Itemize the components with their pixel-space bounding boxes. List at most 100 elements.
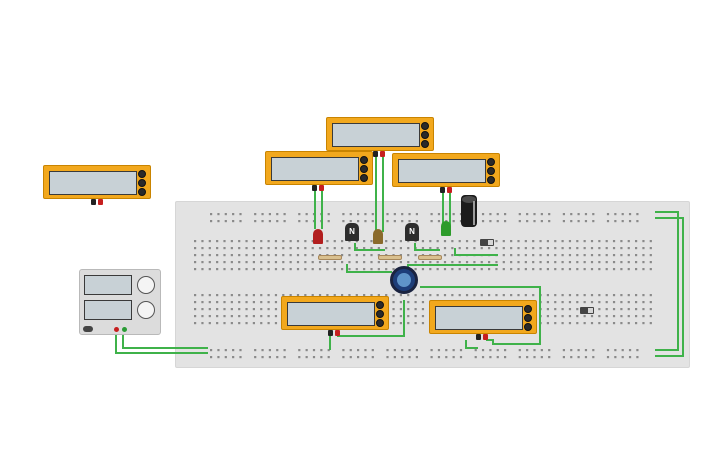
hole — [590, 254, 594, 257]
wire[interactable] — [655, 217, 684, 357]
hole — [436, 240, 439, 243]
red-probe-icon[interactable] — [380, 151, 385, 157]
hole — [480, 294, 483, 297]
hole — [598, 261, 601, 264]
round-knob-icon[interactable] — [376, 310, 384, 318]
hole — [481, 213, 485, 216]
npn-transistor-right[interactable]: N — [405, 223, 419, 241]
wire[interactable] — [655, 211, 679, 351]
hole — [326, 247, 329, 250]
wire[interactable] — [354, 243, 385, 251]
black-probe-icon[interactable] — [91, 199, 96, 205]
npn-transistor-left[interactable]: N — [345, 223, 359, 241]
negative-terminal-icon[interactable] — [122, 327, 127, 332]
multimeter-4[interactable] — [392, 153, 500, 187]
round-knob-icon[interactable] — [421, 122, 429, 130]
black-probe-icon[interactable] — [476, 334, 481, 340]
wire[interactable] — [465, 340, 478, 349]
round-knob-icon[interactable] — [138, 179, 146, 187]
multimeter-3[interactable] — [265, 151, 373, 185]
wire[interactable] — [454, 248, 498, 256]
round-knob-icon[interactable] — [487, 167, 495, 175]
voltage-dial-icon[interactable] — [137, 276, 155, 294]
hole — [304, 294, 307, 297]
yellow-led[interactable] — [373, 229, 383, 244]
multimeter-2[interactable] — [326, 117, 434, 151]
wire[interactable] — [115, 329, 208, 354]
round-knob-icon[interactable] — [138, 188, 146, 196]
hole — [208, 247, 211, 250]
round-knob-icon[interactable] — [376, 319, 384, 327]
red-probe-icon[interactable] — [335, 330, 340, 336]
hole — [590, 315, 594, 318]
hole — [620, 254, 623, 257]
dial-knob-icon[interactable] — [397, 273, 411, 287]
hole — [216, 308, 219, 311]
red-led[interactable] — [313, 229, 323, 244]
black-probe-icon[interactable] — [328, 330, 333, 336]
electrolytic-capacitor[interactable] — [461, 195, 477, 227]
wire[interactable] — [346, 264, 392, 273]
round-knob-icon[interactable] — [487, 158, 495, 166]
wire[interactable] — [414, 243, 440, 251]
multimeter-1[interactable] — [43, 165, 151, 199]
hole — [540, 213, 543, 216]
red-probe-icon[interactable] — [319, 185, 324, 191]
multimeter-6[interactable] — [429, 300, 537, 334]
hole — [496, 213, 499, 216]
hole — [620, 261, 623, 264]
round-knob-icon[interactable] — [360, 165, 368, 173]
round-knob-icon[interactable] — [138, 170, 146, 178]
red-probe-icon[interactable] — [447, 187, 452, 193]
slide-switch[interactable] — [480, 239, 494, 246]
potentiometer[interactable] — [390, 266, 418, 294]
power-supply[interactable] — [79, 269, 161, 335]
round-knob-icon[interactable] — [524, 305, 532, 313]
green-led[interactable] — [441, 221, 451, 236]
hole — [533, 213, 536, 216]
wire[interactable] — [407, 264, 498, 271]
hole — [459, 356, 463, 359]
hole — [621, 349, 624, 352]
hole — [414, 254, 417, 257]
wire[interactable] — [122, 329, 208, 349]
round-knob-icon[interactable] — [524, 323, 532, 331]
wire[interactable] — [420, 286, 541, 345]
round-knob-icon[interactable] — [524, 314, 532, 322]
hole — [526, 213, 529, 216]
round-knob-icon[interactable] — [360, 156, 368, 164]
current-dial-icon[interactable] — [137, 301, 155, 319]
round-knob-icon[interactable] — [421, 131, 429, 139]
hole — [546, 254, 549, 257]
slide-switch[interactable] — [580, 307, 594, 314]
resistor[interactable] — [318, 255, 342, 260]
hole — [201, 247, 204, 250]
hole — [517, 261, 520, 264]
hole — [649, 308, 652, 311]
hole — [230, 261, 233, 264]
hole — [407, 240, 410, 243]
resistor[interactable] — [378, 255, 402, 260]
red-probe-icon[interactable] — [483, 334, 488, 340]
round-knob-icon[interactable] — [421, 140, 429, 148]
hole — [230, 308, 233, 311]
hole — [238, 247, 241, 250]
round-knob-icon[interactable] — [376, 301, 384, 309]
resistor[interactable] — [418, 255, 442, 260]
transistor-label: N — [409, 227, 415, 236]
round-knob-icon[interactable] — [487, 176, 495, 184]
black-probe-icon[interactable] — [373, 151, 378, 157]
hole — [577, 356, 580, 359]
hole — [355, 254, 358, 257]
hole — [252, 301, 255, 304]
black-probe-icon[interactable] — [312, 185, 317, 191]
power-switch-icon[interactable] — [83, 326, 93, 332]
round-knob-icon[interactable] — [360, 174, 368, 182]
multimeter-5[interactable] — [281, 296, 389, 330]
black-probe-icon[interactable] — [440, 187, 445, 193]
hole — [385, 240, 388, 243]
hole — [598, 301, 601, 304]
positive-terminal-icon[interactable] — [114, 327, 119, 332]
red-probe-icon[interactable] — [98, 199, 103, 205]
hole — [635, 261, 638, 264]
